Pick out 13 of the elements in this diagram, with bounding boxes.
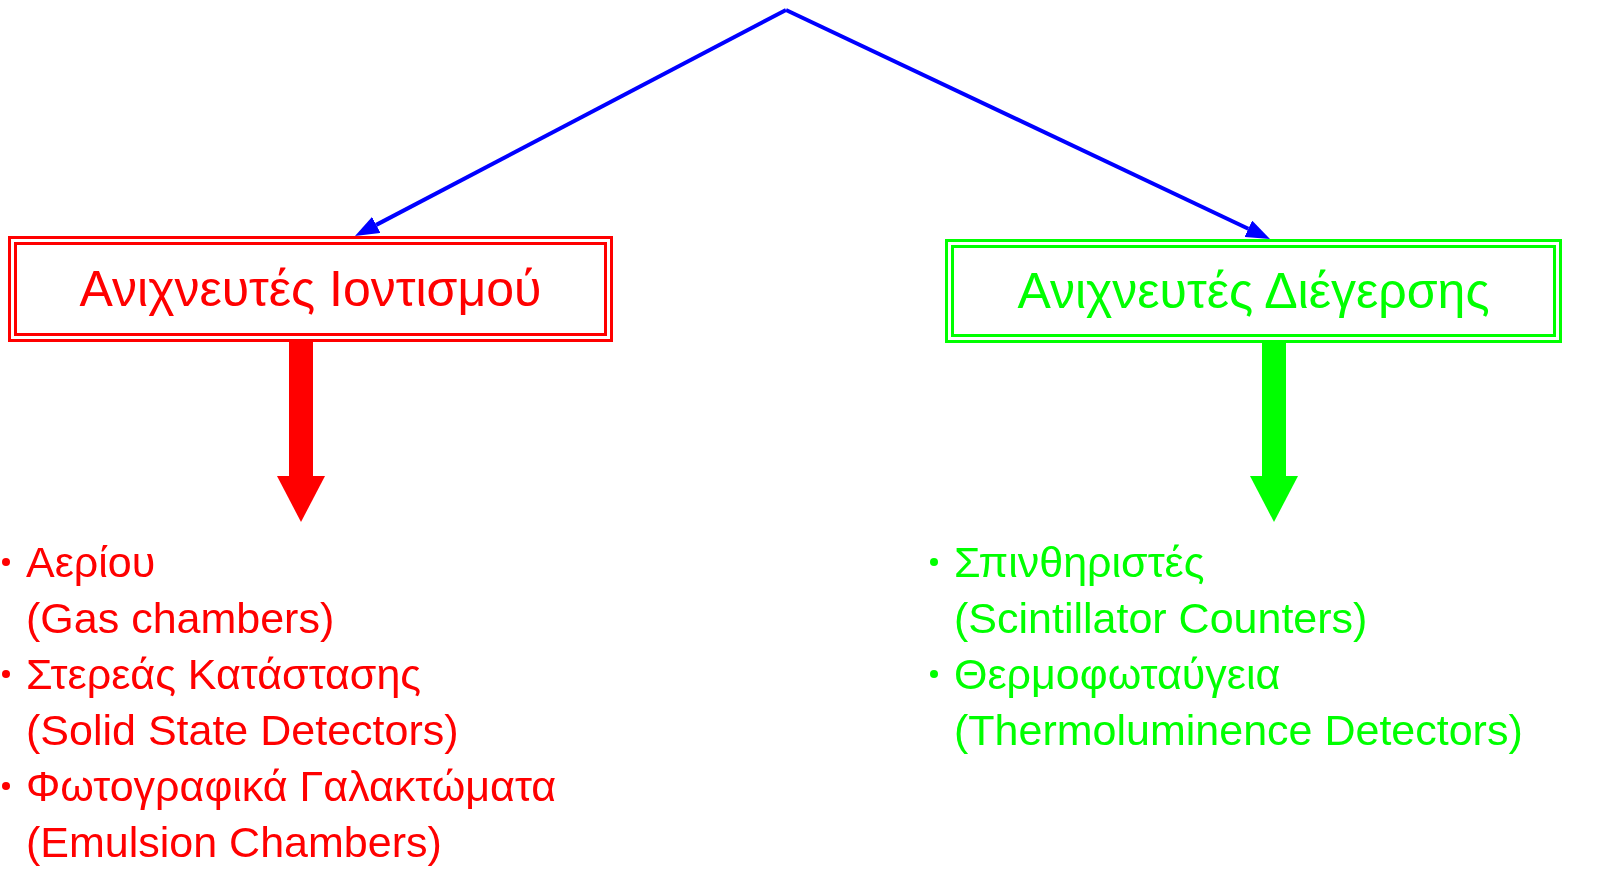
category-title: Ανιχνευτές Διέγερσης <box>1017 262 1490 320</box>
thick-arrow <box>277 342 325 522</box>
thick-arrow <box>1250 343 1298 522</box>
detector-list-item: Φωτογραφικά Γαλακτώματα (Emulsion Chambers) <box>22 758 632 870</box>
detector-list-item: Στερεάς Κατάστασης (Solid State Detectors) <box>22 646 632 758</box>
arrow <box>785 8 1270 239</box>
detector-list-item: Θερμοφωταύγεια (Thermoluminence Detectors) <box>950 646 1614 758</box>
arrow <box>355 8 787 236</box>
detector-list-item: Σπινθηριστές (Scintillator Counters) <box>950 534 1614 646</box>
detector-list-item: Αερίου (Gas chambers) <box>22 534 632 646</box>
category-box <box>8 236 613 342</box>
category-box <box>945 239 1562 343</box>
category-title: Ανιχνευτές Ιοντισμού <box>79 260 542 318</box>
